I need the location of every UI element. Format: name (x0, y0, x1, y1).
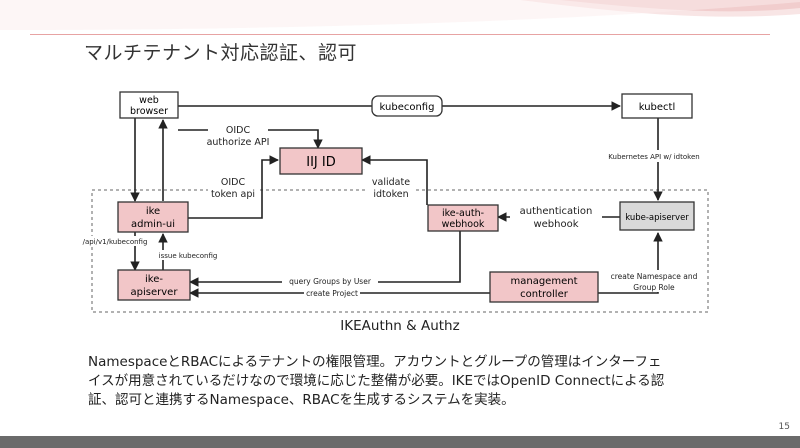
node-web-browser: web browser (119, 91, 179, 119)
node-kube-apiserver-label: kube-apiserver (625, 213, 689, 223)
node-iij-id-label: IIJ ID (306, 155, 335, 170)
node-kubeconfig: kubeconfig (371, 95, 443, 117)
header-swoosh-decoration (0, 0, 800, 30)
node-management-controller: management controller (489, 271, 599, 303)
node-ike-admin-ui-line2: admin-ui (131, 219, 175, 230)
edge-validate (361, 155, 428, 205)
label-kubernetes-api: Kubernetes API w/ idtoken (608, 153, 699, 161)
description-line-1: NamespaceとRBACによるテナントの権限管理。アカウントとグループの管理… (88, 354, 662, 370)
title-rule (30, 34, 770, 35)
node-ike-auth-webhook: ike-auth- webhook (427, 204, 499, 232)
label-api-kubeconfig: /api/v1/kubeconfig (83, 238, 148, 246)
node-ike-auth-webhook-line2: webhook (442, 219, 485, 230)
connectors (130, 101, 663, 298)
edge-token (188, 155, 279, 219)
edge-create-namespace (598, 232, 663, 294)
label-oidc-token-2: token api (211, 189, 255, 200)
node-management-controller-line2: controller (520, 289, 569, 300)
node-web-browser-line1: web (139, 95, 159, 106)
node-ike-admin-ui: ike admin-ui (117, 201, 189, 233)
group-caption: IKEAuthn & Authz (340, 318, 459, 334)
edge-labels: OIDC authorize API OIDC token api valida… (83, 124, 704, 298)
node-ike-apiserver-line1: ike- (145, 274, 163, 285)
label-create-namespace-1: create Namespace and (611, 272, 698, 281)
node-kubectl-label: kubectl (639, 102, 676, 113)
label-oidc-token-1: OIDC (221, 177, 246, 188)
slide-title: マルチテナント対応認証、認可 (84, 42, 358, 64)
edge-query-groups (189, 230, 461, 287)
node-management-controller-line1: management (511, 276, 578, 287)
label-oidc-authorize-2: authorize API (207, 137, 270, 148)
label-query-groups: query Groups by User (289, 277, 372, 286)
footer-bar (0, 436, 800, 448)
node-kubectl: kubectl (621, 93, 693, 119)
label-create-project: create Project (306, 289, 358, 298)
description-text: NamespaceとRBACによるテナントの権限管理。アカウントとグループの管理… (88, 353, 768, 410)
description-line-2: イスが用意されているだけなので環境に応じた整備が必要。IKEではOpenID C… (88, 373, 665, 389)
description-line-3: 証、認可と連携するNamespace、RBACを生成するシステムを実装。 (88, 392, 515, 408)
node-ike-admin-ui-line1: ike (146, 206, 160, 217)
node-ike-apiserver: ike- apiserver (117, 269, 191, 301)
page-number: 15 (778, 422, 790, 432)
node-kube-apiserver: kube-apiserver (619, 201, 695, 231)
label-oidc-authorize-1: OIDC (226, 125, 251, 136)
node-iij-id: IIJ ID (279, 147, 363, 175)
node-ike-auth-webhook-line1: ike-auth- (442, 208, 484, 219)
node-web-browser-line2: browser (130, 106, 168, 117)
label-authentication-1: authentication (520, 206, 593, 217)
node-kubeconfig-label: kubeconfig (380, 102, 435, 113)
label-issue-kubeconfig: issue kubeconfig (159, 252, 218, 260)
label-create-namespace-2: Group Role (633, 283, 675, 292)
node-ike-apiserver-line2: apiserver (131, 287, 179, 298)
label-validate-1: validate (372, 177, 410, 188)
label-validate-2: idtoken (373, 189, 408, 200)
label-authentication-2: webhook (533, 219, 578, 230)
